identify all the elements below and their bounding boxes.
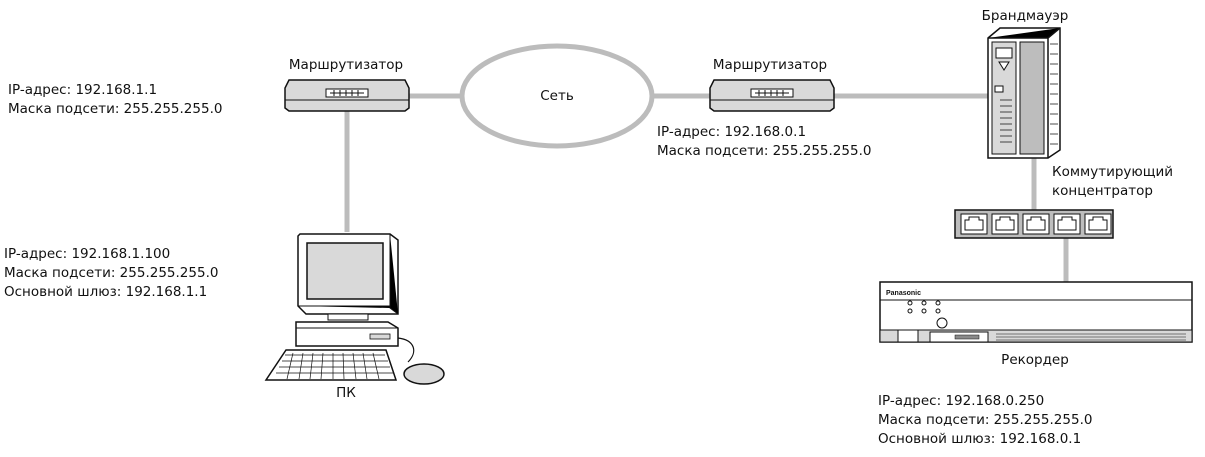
connection-links [344, 93, 1069, 284]
recorder-icon: Panasonic [879, 281, 1193, 343]
router-right-label: Маршрутизатор [712, 57, 828, 73]
router-right-mask: Маска подсети: 255.255.255.0 [657, 143, 872, 159]
recorder-gateway: Основной шлюз: 192.168.0.1 [878, 431, 1082, 447]
router-right-icon [709, 79, 835, 112]
firewall-label: Брандмауэр [981, 8, 1069, 24]
network-ellipse [459, 43, 655, 149]
pc-label: ПК [336, 385, 356, 401]
recorder-address-block: IP-адрес: 192.168.0.250 Маска подсети: 2… [878, 392, 1092, 449]
router-right-ip: IP-адрес: 192.168.0.1 [657, 124, 807, 140]
pc-icon [264, 233, 445, 385]
router-left-mask: Маска подсети: 255.255.255.0 [8, 101, 223, 117]
pc-address-block: IP-адрес: 192.168.1.100 Маска подсети: 2… [4, 245, 218, 302]
pc-gateway: Основной шлюз: 192.168.1.1 [4, 284, 208, 300]
router-left-icon [284, 79, 410, 112]
switch-label-line2: концентратор [1052, 183, 1153, 199]
pc-mask: Маска подсети: 255.255.255.0 [4, 265, 219, 281]
router-right-address-block: IP-адрес: 192.168.0.1 Маска подсети: 255… [657, 123, 871, 161]
network-label: Сеть [540, 88, 574, 104]
recorder-brand-label: Panasonic [886, 290, 921, 297]
switch-icon [954, 209, 1114, 239]
recorder-label: Рекордер [1001, 352, 1069, 368]
pc-ip: IP-адрес: 192.168.1.100 [4, 246, 171, 262]
firewall-icon [987, 27, 1061, 159]
recorder-ip: IP-адрес: 192.168.0.250 [878, 393, 1045, 409]
router-left-label: Маршрутизатор [288, 57, 404, 73]
switch-label-line1: Коммутирующий [1052, 164, 1174, 180]
recorder-mask: Маска подсети: 255.255.255.0 [878, 412, 1093, 428]
router-left-address-block: IP-адрес: 192.168.1.1 Маска подсети: 255… [8, 81, 222, 119]
router-left-ip: IP-адрес: 192.168.1.1 [8, 82, 158, 98]
switch-label: Коммутирующий концентратор [1052, 163, 1173, 201]
